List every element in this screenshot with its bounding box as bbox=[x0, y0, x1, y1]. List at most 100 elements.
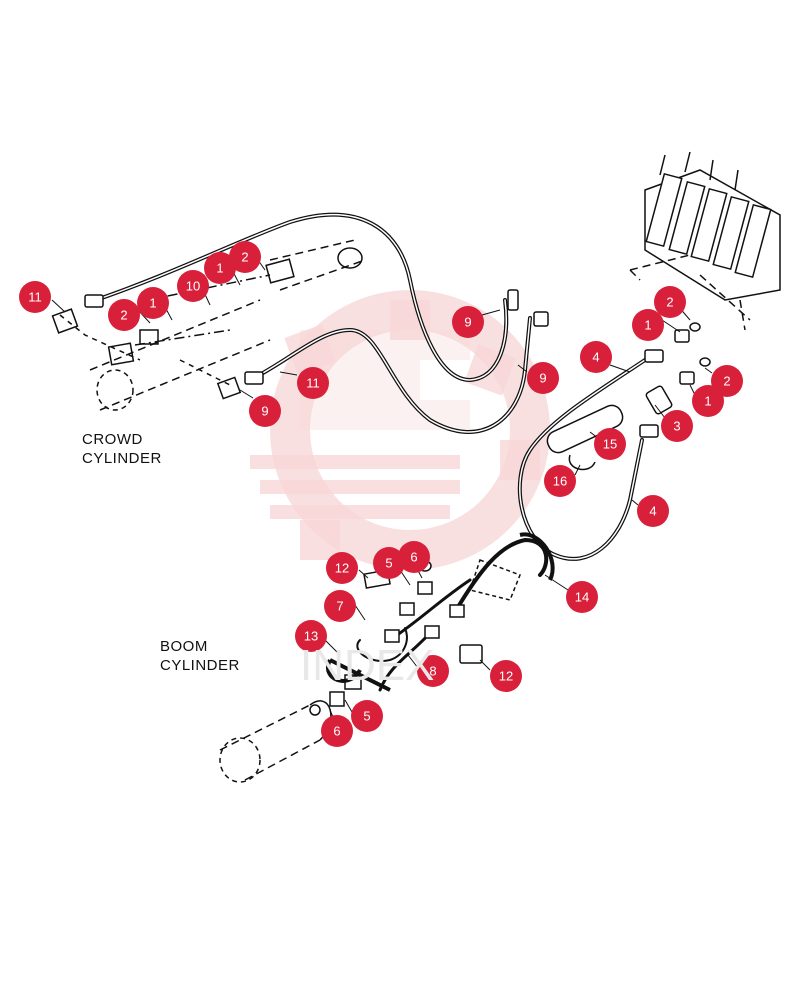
callout-number: 13 bbox=[304, 629, 318, 644]
callout-number: 7 bbox=[336, 599, 343, 614]
callout-circle bbox=[177, 270, 209, 302]
callout-number: 16 bbox=[553, 474, 567, 489]
callout-number: 1 bbox=[644, 318, 651, 333]
crowd-label-line2: CYLINDER bbox=[82, 450, 162, 467]
hoses bbox=[88, 212, 647, 692]
callout-circle bbox=[544, 465, 576, 497]
boom-label-line2: CYLINDER bbox=[160, 657, 240, 674]
callout-circle bbox=[490, 660, 522, 692]
callout-2: 2 bbox=[711, 365, 743, 397]
callout-number: 4 bbox=[592, 350, 599, 365]
callout-circle bbox=[326, 552, 358, 584]
callout-circle bbox=[692, 385, 724, 417]
callout-number: 1 bbox=[704, 394, 711, 409]
callout-6: 6 bbox=[321, 715, 353, 747]
callout-number: 3 bbox=[673, 419, 680, 434]
callout-circle bbox=[711, 365, 743, 397]
callout-circle bbox=[654, 286, 686, 318]
callout-8: 8 bbox=[417, 655, 449, 687]
callout-number: 8 bbox=[429, 664, 436, 679]
callout-circle bbox=[637, 495, 669, 527]
callout-circle bbox=[398, 541, 430, 573]
callout-5: 5 bbox=[373, 547, 405, 579]
watermark-logo bbox=[250, 290, 550, 570]
callout-9: 9 bbox=[452, 306, 484, 338]
callout-2: 2 bbox=[108, 299, 140, 331]
callout-circle bbox=[417, 655, 449, 687]
crowd-label-line1: CROWD bbox=[82, 431, 143, 448]
crowd-cylinder-label: CROWD CYLINDER bbox=[82, 430, 162, 468]
callout-circle bbox=[249, 395, 281, 427]
control-valve-drawing bbox=[629, 151, 781, 331]
callout-3: 3 bbox=[661, 410, 693, 442]
callout-number: 12 bbox=[499, 669, 513, 684]
callout-number: 2 bbox=[723, 374, 730, 389]
callout-circle bbox=[108, 299, 140, 331]
callout-circle bbox=[204, 252, 236, 284]
callout-11: 11 bbox=[297, 367, 329, 399]
callout-circle bbox=[566, 581, 598, 613]
callout-circle bbox=[137, 287, 169, 319]
callout-1: 1 bbox=[137, 287, 169, 319]
callout-number: 6 bbox=[410, 550, 417, 565]
callout-number: 5 bbox=[363, 709, 370, 724]
callout-4: 4 bbox=[637, 495, 669, 527]
callout-circle bbox=[321, 715, 353, 747]
callout-15: 15 bbox=[594, 428, 626, 460]
callout-number: 6 bbox=[333, 724, 340, 739]
callout-circle bbox=[580, 341, 612, 373]
callout-number: 9 bbox=[261, 404, 268, 419]
callout-circle bbox=[295, 620, 327, 652]
callout-14: 14 bbox=[566, 581, 598, 613]
callout-1: 1 bbox=[692, 385, 724, 417]
callout-circle bbox=[632, 309, 664, 341]
boom-cylinder-label: BOOM CYLINDER bbox=[160, 637, 240, 675]
fittings bbox=[84, 289, 711, 716]
callout-circle bbox=[452, 306, 484, 338]
crowd-cylinder-drawing bbox=[51, 239, 366, 411]
callout-7: 7 bbox=[324, 590, 356, 622]
callout-number: 9 bbox=[539, 371, 546, 386]
callout-16: 16 bbox=[544, 465, 576, 497]
callout-circle bbox=[297, 367, 329, 399]
boom-label-line1: BOOM bbox=[160, 638, 208, 655]
callout-5: 5 bbox=[351, 700, 383, 732]
callout-circle bbox=[373, 547, 405, 579]
callout-13: 13 bbox=[295, 620, 327, 652]
callout-12: 12 bbox=[326, 552, 358, 584]
callout-1: 1 bbox=[632, 309, 664, 341]
callout-circle bbox=[229, 241, 261, 273]
callout-6: 6 bbox=[398, 541, 430, 573]
callout-number: 2 bbox=[120, 308, 127, 323]
callout-circle bbox=[351, 700, 383, 732]
callout-circle bbox=[594, 428, 626, 460]
callout-number: 11 bbox=[306, 376, 320, 391]
callout-1: 1 bbox=[204, 252, 236, 284]
callout-number: 10 bbox=[186, 279, 200, 294]
callout-circle bbox=[324, 590, 356, 622]
callout-2: 2 bbox=[229, 241, 261, 273]
callout-10: 10 bbox=[177, 270, 209, 302]
callout-circle bbox=[527, 362, 559, 394]
callout-9: 9 bbox=[527, 362, 559, 394]
callout-number: 5 bbox=[385, 556, 392, 571]
callout-number: 9 bbox=[464, 315, 471, 330]
callout-9: 9 bbox=[249, 395, 281, 427]
callout-number: 12 bbox=[335, 561, 349, 576]
callout-2: 2 bbox=[654, 286, 686, 318]
callout-number: 15 bbox=[603, 437, 617, 452]
callout-12: 12 bbox=[490, 660, 522, 692]
callout-circle bbox=[661, 410, 693, 442]
callout-number: 1 bbox=[216, 261, 223, 276]
callout-4: 4 bbox=[580, 341, 612, 373]
leader-lines bbox=[51, 259, 713, 723]
callout-circle bbox=[19, 281, 51, 313]
callout-number: 2 bbox=[241, 250, 248, 265]
callout-number: 4 bbox=[649, 504, 656, 519]
callout-number: 2 bbox=[666, 295, 673, 310]
callout-11: 11 bbox=[19, 281, 51, 313]
callout-number: 1 bbox=[149, 296, 156, 311]
